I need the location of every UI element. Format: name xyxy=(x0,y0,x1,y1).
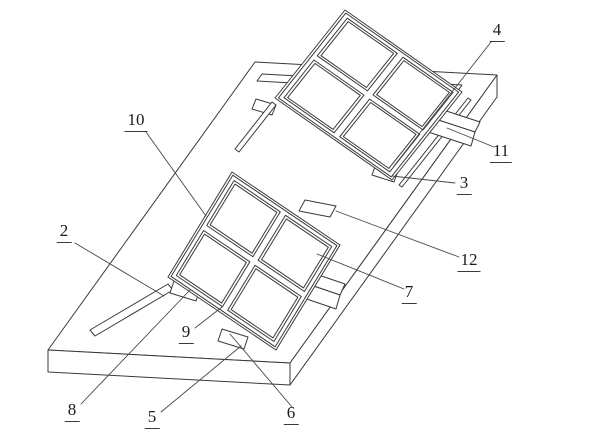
array-inner-frame xyxy=(277,12,460,178)
panel xyxy=(339,98,421,173)
panel-inner-frame xyxy=(376,60,450,128)
leader-line-12 xyxy=(335,210,460,258)
solar-array-upper xyxy=(274,9,463,181)
panel-inner-frame xyxy=(261,218,329,289)
array-inner-frame xyxy=(170,174,338,348)
upper-left-side-rail xyxy=(234,101,277,153)
panel xyxy=(283,59,365,134)
callout-4: 4 xyxy=(489,20,505,42)
slot-face xyxy=(298,199,337,218)
panel xyxy=(372,56,454,131)
upper-array-supports xyxy=(234,97,481,188)
callout-8: 8 xyxy=(64,400,80,422)
leader-line-8 xyxy=(80,289,191,405)
panel-inner-frame xyxy=(320,21,395,88)
leader-line-10 xyxy=(145,131,207,217)
callout-12: 12 xyxy=(457,250,481,272)
plate-slot xyxy=(298,199,337,218)
leader-line-6 xyxy=(229,333,293,408)
panel-inner-frame xyxy=(209,183,278,254)
panel xyxy=(316,17,398,92)
leader-line-9 xyxy=(194,306,223,329)
callout-6: 6 xyxy=(283,403,299,425)
callout-3: 3 xyxy=(456,173,472,195)
leader-line-5 xyxy=(160,345,242,413)
callout-9: 9 xyxy=(178,322,194,344)
callout-5: 5 xyxy=(144,407,160,429)
base-plate-right-side-face xyxy=(289,74,498,386)
leader-line-7 xyxy=(316,253,405,290)
panel-inner-frame xyxy=(342,102,417,169)
array-outer-frame xyxy=(167,171,341,351)
callout-2: 2 xyxy=(56,221,72,243)
callout-7: 7 xyxy=(401,282,417,304)
panel-inner-frame xyxy=(287,62,361,130)
callout-10: 10 xyxy=(124,110,148,132)
lower-foot xyxy=(217,328,249,350)
leader-line-4 xyxy=(393,41,492,167)
leader-line-3 xyxy=(391,175,456,184)
panel-inner-frame xyxy=(230,268,299,339)
leader-line-11 xyxy=(446,127,495,148)
panel-inner-frame xyxy=(179,233,247,304)
solar-array-lower xyxy=(167,171,341,351)
leader-lines xyxy=(74,41,495,413)
callout-11: 11 xyxy=(489,141,513,163)
leader-line-2 xyxy=(74,242,165,297)
